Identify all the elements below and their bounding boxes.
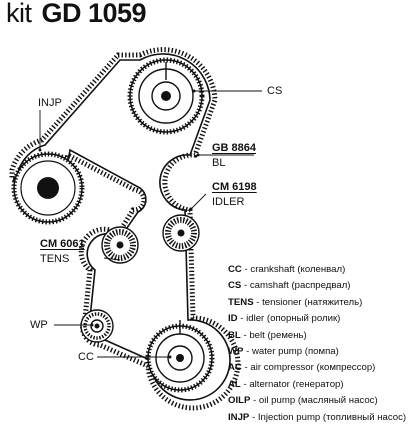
kit-word: kit	[6, 0, 32, 28]
part-idler-number: CM 6198	[212, 181, 257, 193]
kit-code: GD 1059	[41, 0, 147, 28]
label-cc: CC	[78, 351, 94, 363]
legend-item: TENS - tensioner (натяжитель)	[228, 296, 363, 308]
leader-lines	[38, 89, 262, 359]
label-wp: WP	[30, 319, 48, 331]
water-pump-pulley	[80, 309, 114, 343]
label-idler: IDLER	[212, 196, 245, 208]
part-tensioner-number: CM 6061	[40, 238, 85, 250]
tensioner-pulley	[101, 226, 139, 264]
legend-item: INJP - Injection pump (топливный насос)	[228, 411, 407, 423]
label-cs: CS	[267, 85, 283, 97]
kit-title: kit GD 1059	[6, 0, 147, 29]
legend: CC - crankshaft (коленвал) CS - camshaft…	[228, 262, 420, 426]
legend-item: ID - idler (опорный ролик)	[228, 313, 341, 325]
legend-item: AC - air compressor (компрессор)	[228, 362, 376, 374]
injection-pump-pulley	[11, 151, 85, 225]
legend-item: CS - camshaft (распредвал)	[228, 280, 351, 292]
legend-item: WP - water pump (помпа)	[228, 346, 339, 358]
label-injp: INJP	[38, 97, 62, 109]
crankshaft-pulley	[145, 320, 215, 393]
label-tens: TENS	[40, 253, 70, 265]
idler-pulley	[162, 214, 200, 252]
legend-item: BL - belt (ремень)	[228, 329, 307, 341]
camshaft-pulley	[127, 57, 205, 135]
part-belt-number: GB 8864	[212, 142, 257, 154]
legend-item: AL - alternator (генератор)	[228, 378, 344, 390]
legend-item: OILP - oil pump (масляный насос)	[228, 395, 378, 407]
legend-item: CC - crankshaft (коленвал)	[228, 264, 346, 275]
label-bl: BL	[212, 157, 226, 169]
